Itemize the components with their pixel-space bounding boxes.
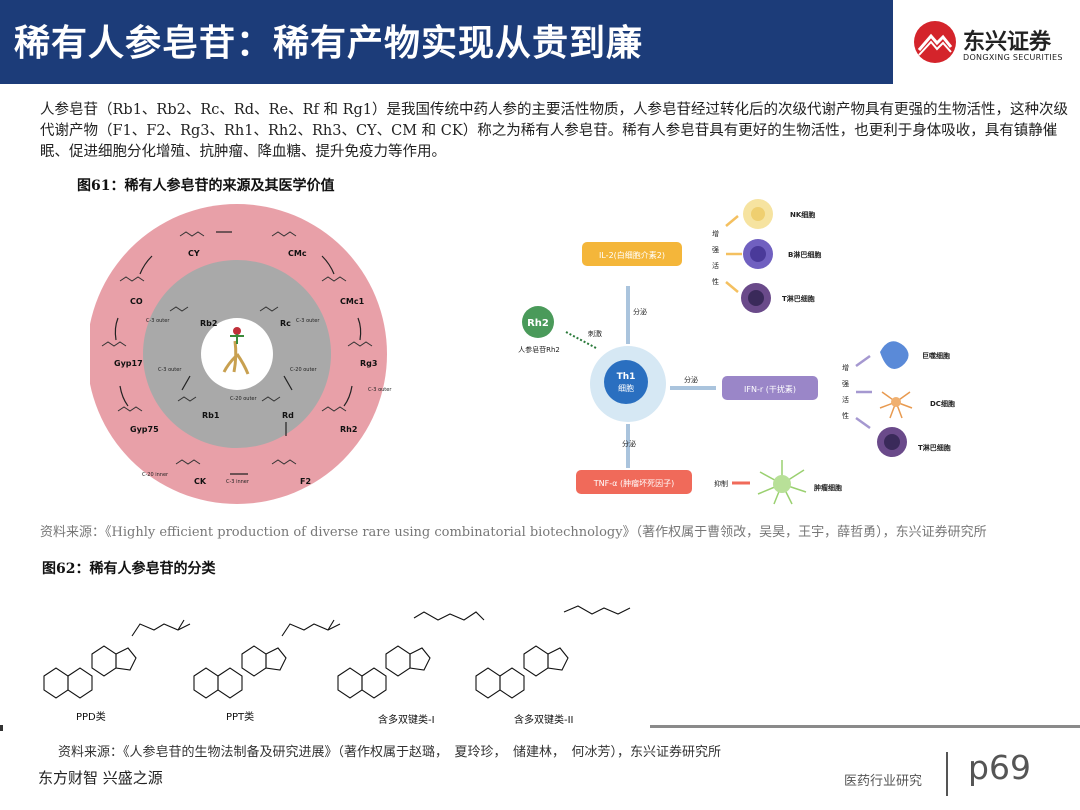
company-logo: 东兴证券 DONGXING SECURITIES bbox=[893, 0, 1080, 84]
enhance-2c: 活 bbox=[842, 395, 849, 404]
enzyme-c20-inner: C-20 inner bbox=[142, 472, 169, 478]
label-rc: Rc bbox=[280, 319, 291, 328]
label-f2: F2 bbox=[300, 477, 311, 486]
structure-label-ppt: PPT类 bbox=[226, 710, 254, 723]
multi-double-bond-1-structure bbox=[338, 612, 484, 698]
secrete-down-label: 分泌 bbox=[622, 439, 636, 448]
enhance-1d: 性 bbox=[712, 277, 719, 286]
steroid-skeletons bbox=[44, 606, 630, 698]
label-co: CO bbox=[130, 297, 143, 306]
divider-tick bbox=[0, 725, 3, 731]
il2-label: IL-2(白细胞介素2) bbox=[599, 250, 665, 260]
th1-label-1: Th1 bbox=[617, 372, 636, 382]
label-rb2: Rb2 bbox=[200, 319, 217, 328]
figure61-title: 图61：稀有人参皂苷的来源及其医学价值 bbox=[77, 175, 334, 195]
enhance-1c: 活 bbox=[712, 261, 719, 270]
ifn-label: IFN-r (干扰素) bbox=[744, 384, 796, 394]
figure62-title: 图62：稀有人参皂苷的分类 bbox=[42, 558, 215, 578]
enhance-2d: 性 bbox=[842, 411, 849, 420]
figure61-diagram: CY CMc CO CMc1 Gyp17 Rg3 Gyp75 Rh2 CK F2… bbox=[90, 196, 990, 516]
enzyme-c3-outer-c: C-3 outer bbox=[158, 367, 182, 373]
page-title: 稀有人参皂苷：稀有产物实现从贵到廉 bbox=[14, 14, 643, 66]
immune-pathway-diagram: Rh2 人参皂苷Rh2 刺激 Th1 细胞 分泌 分泌 分泌 IL-2(白细胞介… bbox=[518, 199, 955, 504]
enhance-2b: 强 bbox=[842, 380, 849, 388]
th1-label-2: 细胞 bbox=[618, 383, 634, 393]
label-rh2: Rh2 bbox=[340, 425, 357, 434]
tnf-label: TNF-α (肿瘤坏死因子) bbox=[593, 478, 674, 488]
intro-paragraph: 人参皂苷（Rb1、Rb2、Rc、Rd、Re、Rf 和 Rg1）是我国传统中药人参… bbox=[40, 100, 1070, 163]
ppt-structure bbox=[194, 620, 340, 698]
enzyme-c3-inner: C-3 inner bbox=[226, 479, 250, 485]
structure-label-md2: 含多双键类-II bbox=[514, 713, 574, 726]
divider-line bbox=[650, 725, 1080, 728]
enhance-1b: 强 bbox=[712, 246, 719, 254]
macrophage-label: 巨噬细胞 bbox=[922, 351, 950, 360]
secrete-right-label: 分泌 bbox=[684, 375, 698, 384]
structure-label-ppd: PPD类 bbox=[76, 710, 106, 723]
enhance-1a: 增 bbox=[712, 229, 719, 238]
page-number: p69 bbox=[968, 748, 1031, 787]
logo-text: 东兴证券 bbox=[963, 24, 1051, 56]
footer-separator bbox=[946, 752, 948, 796]
label-cy: CY bbox=[188, 249, 200, 258]
rh2-circle-label: Rh2 bbox=[527, 318, 549, 329]
t-cell-label-2: T淋巴细胞 bbox=[918, 443, 951, 452]
macrophage-icon bbox=[880, 341, 909, 369]
th1-cell-nucleus bbox=[604, 360, 648, 404]
figure62-structures: PPD类 PPT类 含多双键类-I 含多双键类-II bbox=[14, 582, 664, 728]
rh2-caption: 人参皂苷Rh2 bbox=[518, 345, 560, 354]
stimulate-label: 刺激 bbox=[588, 329, 602, 338]
structure-label-md1: 含多双键类-I bbox=[378, 713, 435, 726]
label-ck: CK bbox=[194, 477, 207, 486]
figure61-source: 资料来源：《Highly efficient production of div… bbox=[40, 524, 990, 542]
nk-label: NK细胞 bbox=[790, 210, 815, 219]
label-gyp17: Gyp17 bbox=[114, 359, 143, 368]
enzyme-c20-outer-b: C-20 outer bbox=[290, 367, 318, 373]
enzyme-c3-outer-a: C-3 outer bbox=[146, 318, 170, 324]
enzyme-c3-outer-b: C-3 outer bbox=[296, 318, 320, 324]
ppd-structure bbox=[44, 620, 190, 698]
label-cmc1: CMc1 bbox=[340, 297, 365, 306]
label-rd: Rd bbox=[282, 411, 294, 420]
multi-double-bond-2-structure bbox=[476, 606, 630, 698]
label-rb1: Rb1 bbox=[202, 411, 220, 420]
label-rg3: Rg3 bbox=[360, 359, 377, 368]
b-cell-label: B淋巴细胞 bbox=[788, 250, 821, 259]
title-bar: 稀有人参皂苷：稀有产物实现从贵到廉 bbox=[0, 0, 893, 84]
dc-label: DC细胞 bbox=[930, 399, 955, 408]
inhibit-label: 抑制 bbox=[714, 479, 728, 488]
figure62-source: 资料来源：《人参皂苷的生物法制备及研究进展》（著作权属于赵璐， 夏玲珍， 储建林… bbox=[58, 744, 938, 762]
secrete-up-label: 分泌 bbox=[633, 307, 647, 316]
enzyme-c3-outer-d: C-3 outer bbox=[368, 387, 392, 393]
tumor-label: 肿瘤细胞 bbox=[813, 483, 842, 492]
logo-english: DONGXING SECURITIES bbox=[963, 53, 1063, 62]
footer-slogan: 东方财智 兴盛之源 bbox=[38, 767, 163, 788]
label-gyp75: Gyp75 bbox=[130, 425, 159, 434]
ginsenoside-ring-diagram: CY CMc CO CMc1 Gyp17 Rg3 Gyp75 Rh2 CK F2… bbox=[90, 204, 392, 504]
t-cell-label: T淋巴细胞 bbox=[782, 294, 815, 303]
enhance-2a: 增 bbox=[842, 363, 849, 372]
label-cmc: CMc bbox=[288, 249, 307, 258]
dongxing-logo-icon bbox=[913, 20, 957, 64]
enzyme-c20-outer: C-20 outer bbox=[230, 396, 258, 402]
footer-category: 医药行业研究 bbox=[844, 770, 922, 789]
